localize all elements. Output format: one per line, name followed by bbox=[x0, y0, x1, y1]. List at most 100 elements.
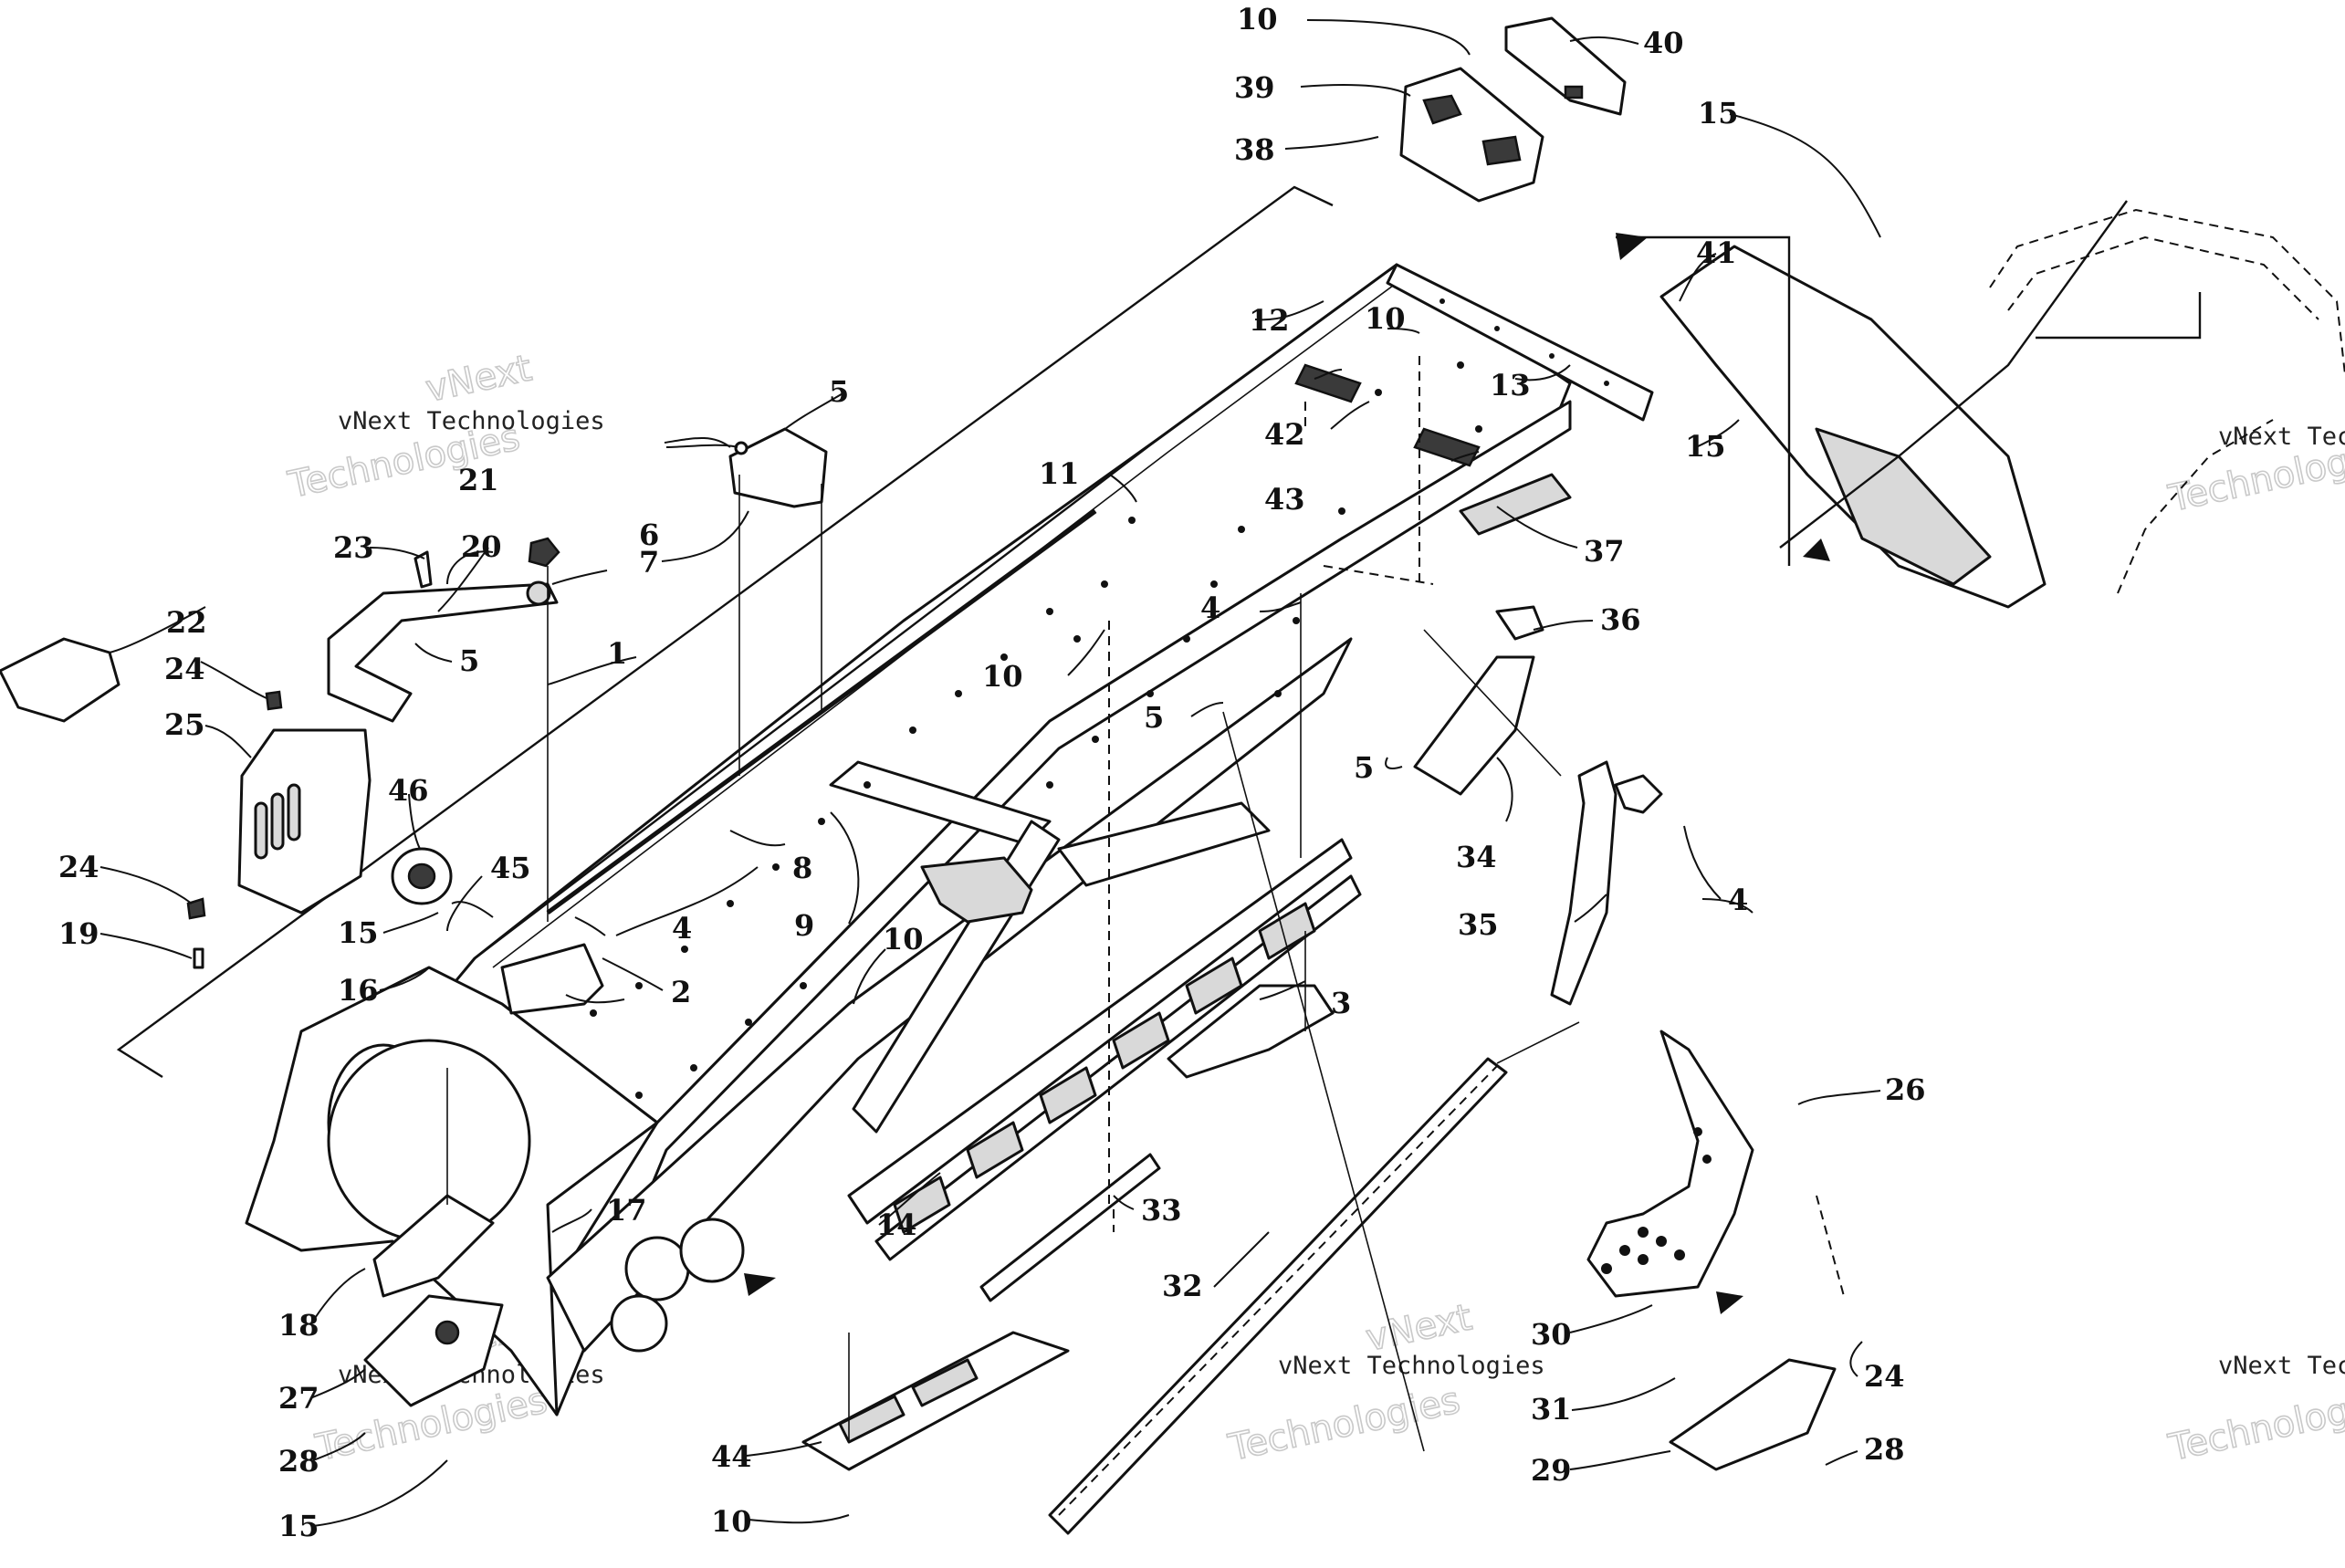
panel-hole bbox=[679, 1218, 745, 1283]
callout-5: 5 bbox=[1354, 750, 1374, 785]
bolt-23 bbox=[414, 550, 433, 589]
callout-6: 6 bbox=[639, 517, 659, 552]
bracket-20-eye bbox=[526, 580, 551, 606]
bracket-36 bbox=[1495, 605, 1544, 641]
callout-26: 26 bbox=[1885, 1072, 1926, 1107]
bracket-34-plate bbox=[1614, 774, 1663, 814]
bushing-46 bbox=[391, 847, 453, 905]
callout-15: 15 bbox=[1685, 429, 1726, 464]
callout-32: 32 bbox=[1162, 1269, 1203, 1303]
callout-28: 28 bbox=[278, 1444, 319, 1479]
plate-27 bbox=[363, 1294, 504, 1407]
rear-bracket-group bbox=[1399, 16, 1627, 203]
watermark-text: vNext Technologies bbox=[1278, 1352, 1545, 1380]
snow-flap-41 bbox=[1616, 200, 2128, 609]
watermark-text: vNext bbox=[1363, 1296, 1476, 1359]
flap-ribs bbox=[1815, 427, 1992, 586]
callout-17: 17 bbox=[606, 1193, 647, 1228]
callout-28: 28 bbox=[1864, 1432, 1905, 1467]
cover-45 bbox=[500, 943, 604, 1015]
rail-33 bbox=[979, 1153, 1161, 1302]
callout-10: 10 bbox=[711, 1504, 752, 1539]
flap-view-line bbox=[1616, 235, 1791, 566]
bracket-20 bbox=[327, 582, 559, 723]
callout-1: 1 bbox=[607, 636, 627, 671]
clip-24b bbox=[186, 897, 206, 920]
bracket-39 bbox=[1399, 67, 1544, 203]
watermark-text: vNext Technologies bbox=[338, 407, 605, 435]
callout-22: 22 bbox=[166, 605, 207, 640]
plate-27-hole bbox=[434, 1320, 460, 1345]
callout-39: 39 bbox=[1234, 70, 1275, 105]
assembly-group-bracket bbox=[116, 185, 1334, 1079]
callout-14: 14 bbox=[876, 1207, 917, 1242]
callout-11: 11 bbox=[1039, 456, 1080, 491]
direction-arrow bbox=[744, 1273, 776, 1296]
callout-29: 29 bbox=[1531, 1453, 1572, 1488]
rail-32-serration bbox=[1058, 1065, 1498, 1516]
callout-10: 10 bbox=[883, 922, 924, 956]
screw-19 bbox=[193, 947, 204, 969]
direction-arrow bbox=[1616, 233, 1648, 260]
callout-10: 10 bbox=[1365, 301, 1406, 336]
lattice-cells bbox=[893, 902, 1316, 1234]
assembly-lines bbox=[446, 356, 1845, 1452]
bracket-34 bbox=[1413, 655, 1535, 796]
callout-7: 7 bbox=[639, 545, 659, 580]
callout-5: 5 bbox=[829, 374, 849, 409]
bracket-39-slot bbox=[1481, 135, 1522, 166]
panel-hole bbox=[624, 1236, 690, 1301]
callout-21: 21 bbox=[458, 463, 499, 497]
flap-leader-line bbox=[1779, 200, 2128, 549]
callout-40: 40 bbox=[1643, 26, 1684, 60]
callout-4: 4 bbox=[672, 911, 692, 946]
callout-10: 10 bbox=[982, 659, 1023, 694]
bracket-18 bbox=[372, 1194, 495, 1298]
callout-19: 19 bbox=[58, 916, 99, 951]
callout-15: 15 bbox=[278, 1509, 319, 1543]
bracket-25 bbox=[237, 728, 372, 915]
tunnel-top-deck bbox=[427, 263, 1572, 1124]
callout-18: 18 bbox=[278, 1308, 319, 1343]
lattice-side-panel bbox=[847, 838, 1362, 1261]
leader-lines bbox=[99, 19, 1881, 1527]
bracket-20-group bbox=[327, 537, 560, 723]
callout-15: 15 bbox=[1698, 96, 1739, 131]
tunnel-center-rib bbox=[829, 760, 1052, 846]
bracket-39-slot bbox=[1422, 94, 1462, 125]
watermark-top-left: vNext vNext Technologies Technologies bbox=[284, 347, 605, 507]
vent-slot bbox=[270, 792, 285, 851]
running-board-cutout bbox=[911, 1358, 979, 1407]
callout-33: 33 bbox=[1141, 1193, 1182, 1228]
direction-arrow bbox=[1716, 1291, 1743, 1314]
watermark-text: vNext Technologies bbox=[2218, 1352, 2345, 1380]
callout-37: 37 bbox=[1584, 534, 1625, 569]
direction-arrow bbox=[1803, 538, 1830, 561]
rear-grab-handle-outline bbox=[1989, 208, 2345, 594]
callout-9: 9 bbox=[794, 908, 814, 943]
deck-holes bbox=[590, 361, 1482, 1099]
running-board-44 bbox=[801, 1331, 1070, 1471]
watermark-text: vNext Technologies bbox=[2218, 423, 2345, 451]
callout-13: 13 bbox=[1490, 368, 1531, 402]
callout-31: 31 bbox=[1531, 1392, 1572, 1427]
callout-15: 15 bbox=[338, 915, 379, 950]
callout-36: 36 bbox=[1600, 602, 1641, 637]
watermark-text: vNext bbox=[423, 347, 536, 410]
vent-slot bbox=[254, 801, 268, 860]
watermark-bottom-center: vNext vNext Technologies Technologies bbox=[1224, 1296, 1545, 1470]
bracket-3 bbox=[1167, 984, 1335, 1079]
callout-5: 5 bbox=[459, 643, 479, 678]
callout-25: 25 bbox=[164, 707, 205, 742]
lattice-rail bbox=[847, 838, 1353, 1225]
callout-30: 30 bbox=[1531, 1317, 1572, 1352]
end-cap-tab bbox=[1564, 85, 1584, 99]
watermark-bottom-right: vNext Technologies Technologies bbox=[2164, 1352, 2345, 1470]
rear-rail-13 bbox=[1386, 263, 1654, 422]
watermark-text: Technologies bbox=[2165, 1379, 2345, 1469]
tunnel-rear-cross bbox=[1057, 801, 1271, 887]
tunnel-top-edge-inner bbox=[492, 282, 1398, 968]
vent-slot bbox=[287, 783, 301, 841]
bracket-7 bbox=[728, 427, 828, 508]
end-cap-40 bbox=[1504, 16, 1627, 116]
